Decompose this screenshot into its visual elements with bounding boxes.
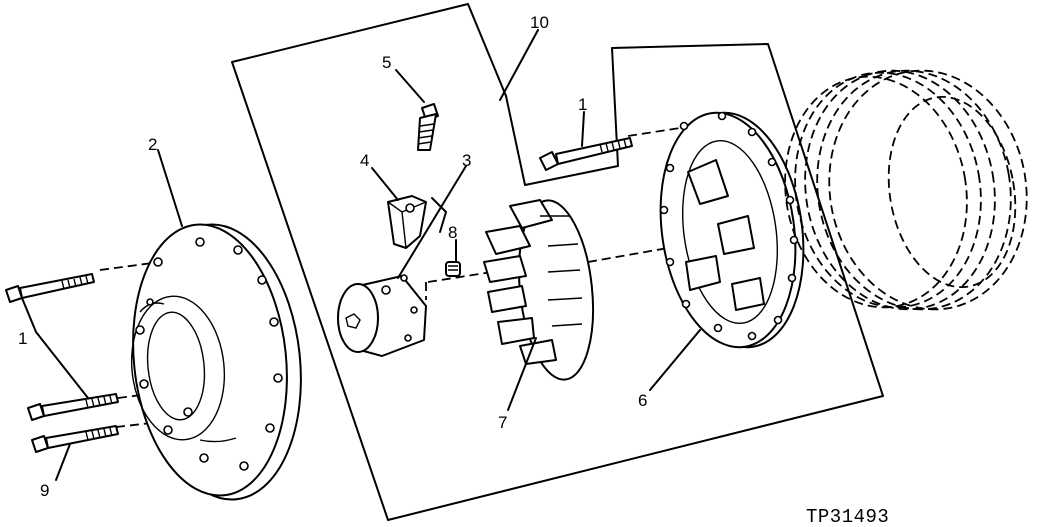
callout-5: 5 [382, 53, 391, 72]
callout-8: 8 [448, 223, 457, 242]
cap-screws-left [5, 273, 119, 453]
small-set-screw [445, 261, 461, 277]
callout-1-left: 1 [18, 329, 27, 348]
flywheel-phantom [784, 69, 1028, 311]
callout-6: 6 [638, 391, 647, 410]
key [387, 195, 427, 249]
callout-7: 7 [498, 413, 507, 432]
hub-flange [130, 223, 302, 501]
coupling-flange [659, 111, 805, 349]
callout-3: 3 [462, 151, 471, 170]
figure-reference: TP31493 [806, 506, 889, 527]
callout-4: 4 [360, 151, 369, 170]
callout-1-top: 1 [578, 95, 587, 114]
elastomer-insert [483, 199, 595, 381]
callout-9: 9 [40, 481, 49, 500]
leader-lines [21, 29, 701, 481]
set-screw [417, 103, 439, 151]
coupling-hub [337, 274, 427, 357]
callout-labels: 10 5 1 2 4 3 8 1 6 7 9 [18, 13, 647, 500]
callout-2: 2 [148, 135, 157, 154]
main-panel [231, 3, 884, 521]
cap-screw-top [539, 137, 633, 171]
callout-10: 10 [530, 13, 549, 32]
